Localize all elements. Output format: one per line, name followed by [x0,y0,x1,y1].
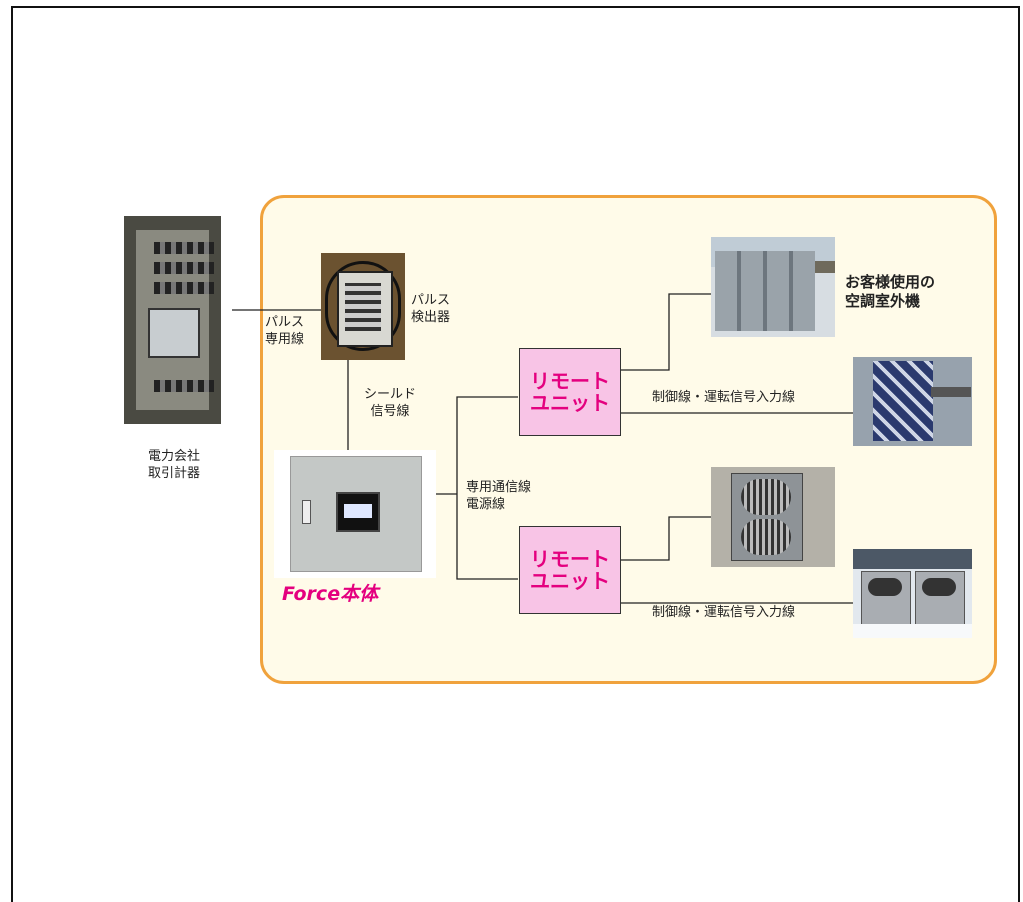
electric-meter-photo [124,216,221,424]
pulse-line-label: パルス 専用線 [265,315,305,347]
force-main-unit-photo [274,450,436,578]
control-line-1-label: 制御線・運転信号入力線 [652,390,796,405]
outer-frame [11,6,1020,902]
outdoor-unit-photo-3 [711,467,835,567]
comm-branch-wire [456,396,518,580]
remote-unit-1-label: リモート ユニット [530,369,610,415]
remote1-outdoor-wire [621,293,711,371]
force-main-unit-label: Force本体 [282,583,379,605]
remote-unit-2-label: リモート ユニット [530,547,610,593]
outdoor-unit-photo-4 [853,549,972,638]
remote-unit-2: リモート ユニット [519,526,621,614]
outdoor-units-label: お客様使用の 空調室外機 [845,273,936,310]
shield-line-label: シールド 信号線 [364,387,417,419]
meter-label: 電力会社 取引計器 [148,449,201,481]
comm-line-label: 専用通信線 電源線 [466,480,532,512]
remote-unit-1: リモート ユニット [519,348,621,436]
outdoor-unit-photo-2 [853,357,972,446]
remote2-outdoor-wire [621,516,711,561]
pulse-detector-photo [321,253,405,360]
outdoor-unit-photo-1 [711,237,835,337]
control-line-2-label: 制御線・運転信号入力線 [652,605,796,620]
pulse-detector-label: パルス 検出器 [411,293,451,325]
